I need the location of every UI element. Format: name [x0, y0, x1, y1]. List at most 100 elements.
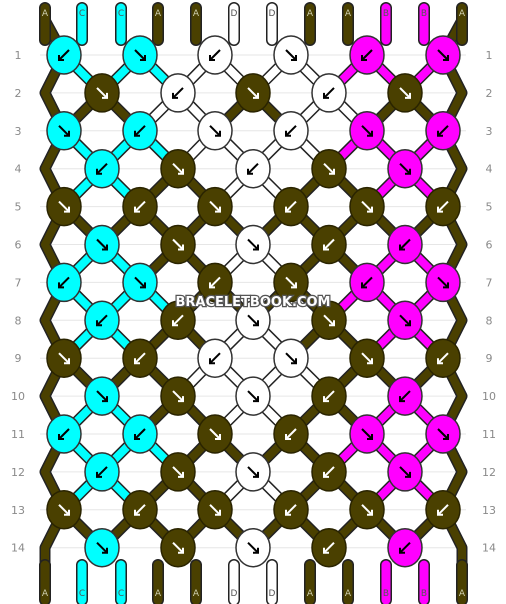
strand-letter-bottom: C: [118, 589, 124, 599]
arrow-head-icon: [323, 396, 329, 403]
arrow-head-icon: [134, 358, 140, 365]
knot: [387, 452, 423, 492]
arrow-head-icon: [209, 282, 215, 289]
arrow-down-left-icon: [247, 162, 259, 175]
knot: [160, 73, 196, 113]
knot: [46, 338, 82, 378]
arrow-down-right-icon: [399, 314, 411, 327]
strand-letter-bottom: A: [193, 589, 200, 599]
row-number-right: 8: [486, 314, 493, 327]
arrow-head-icon: [134, 206, 140, 213]
arrow-down-left-icon: [361, 276, 373, 289]
arrow-down-left-icon: [134, 125, 146, 137]
arrow-down-right-icon: [437, 428, 449, 440]
arrow-head-icon: [361, 282, 367, 289]
strand-letter-bottom: A: [42, 589, 49, 599]
arrow-down-right-icon: [247, 238, 259, 251]
arrow-head-icon: [253, 244, 259, 251]
strand-letter-top: A: [42, 9, 49, 19]
arrow-head-icon: [405, 320, 411, 327]
arrow-head-icon: [285, 206, 291, 213]
arrow-head-icon: [399, 244, 405, 251]
knot: [197, 111, 233, 151]
arrow-head-icon: [437, 130, 443, 137]
arrow-down-left-icon: [437, 125, 449, 137]
arrow-head-icon: [247, 168, 253, 175]
knot: [84, 73, 120, 113]
knot: [349, 338, 385, 378]
arrow-head-icon: [405, 92, 411, 99]
arrow-down-right-icon: [96, 541, 108, 554]
knot: [387, 527, 423, 568]
knot: [387, 376, 423, 416]
row-number-right: 2: [486, 87, 493, 100]
arrow-head-icon: [253, 396, 259, 403]
row-number-left: 12: [11, 466, 25, 479]
knot: [235, 300, 271, 341]
arrow-down-left-icon: [58, 428, 70, 440]
knot: [311, 148, 347, 189]
knot: [273, 338, 309, 378]
row-number-right: 13: [482, 504, 496, 517]
knot: [273, 35, 309, 75]
arrow-down-right-icon: [437, 276, 449, 289]
arrow-head-icon: [215, 509, 221, 516]
arrow-down-left-icon: [285, 504, 297, 516]
arrow-down-left-icon: [96, 162, 108, 175]
arrow-head-icon: [291, 282, 297, 289]
arrow-down-left-icon: [209, 276, 221, 289]
arrow-head-icon: [367, 130, 373, 137]
arrow-down-right-icon: [247, 87, 259, 99]
knot: [197, 490, 233, 530]
row-number-left: 13: [11, 504, 25, 517]
knot: [235, 148, 271, 189]
arrow-down-left-icon: [134, 504, 146, 516]
row-number-right: 12: [482, 466, 496, 479]
strand-letter-bottom: A: [307, 589, 314, 599]
arrow-down-left-icon: [437, 504, 449, 516]
arrow-down-right-icon: [209, 428, 221, 440]
strand-letter-top: A: [193, 9, 200, 19]
arrow-head-icon: [102, 396, 108, 403]
arrow-head-icon: [134, 434, 140, 440]
arrow-down-right-icon: [209, 125, 221, 137]
row-number-left: 1: [15, 49, 22, 62]
strand-letter-bottom: B: [421, 589, 427, 599]
arrow-head-icon: [96, 320, 102, 327]
arrow-head-icon: [437, 206, 443, 213]
arrow-down-left-icon: [399, 541, 411, 554]
strand-letter-top: A: [459, 9, 466, 19]
arrow-down-right-icon: [58, 352, 70, 364]
arrow-down-right-icon: [172, 390, 184, 402]
knot: [273, 111, 309, 151]
knot: [84, 376, 120, 416]
edge-strand: [41, 18, 68, 585]
strand-letter-top: D: [231, 9, 238, 19]
arrow-down-left-icon: [134, 352, 146, 364]
knot: [46, 111, 82, 151]
strand-letter-top: B: [421, 9, 427, 19]
row-number-right: 1: [486, 49, 493, 62]
knot: [197, 262, 233, 303]
arrow-head-icon: [102, 244, 108, 251]
arrow-head-icon: [329, 320, 335, 327]
knot: [273, 186, 309, 227]
knot: [425, 490, 461, 530]
arrow-down-right-icon: [247, 314, 259, 327]
arrow-head-icon: [405, 471, 411, 478]
arrow-head-icon: [443, 434, 449, 440]
knot: [387, 148, 423, 189]
arrow-head-icon: [58, 434, 64, 440]
arrow-down-right-icon: [172, 541, 184, 554]
arrow-down-left-icon: [209, 352, 221, 364]
arrow-head-icon: [443, 55, 449, 61]
knot: [160, 224, 196, 265]
knot: [160, 300, 196, 341]
arrow-down-right-icon: [96, 87, 108, 99]
arrow-down-left-icon: [96, 314, 108, 327]
strand-letter-bottom: C: [79, 589, 85, 599]
strand-letter-top: C: [118, 9, 124, 19]
arrow-head-icon: [140, 55, 146, 61]
arrow-head-icon: [285, 434, 291, 440]
arrow-head-icon: [367, 206, 373, 213]
